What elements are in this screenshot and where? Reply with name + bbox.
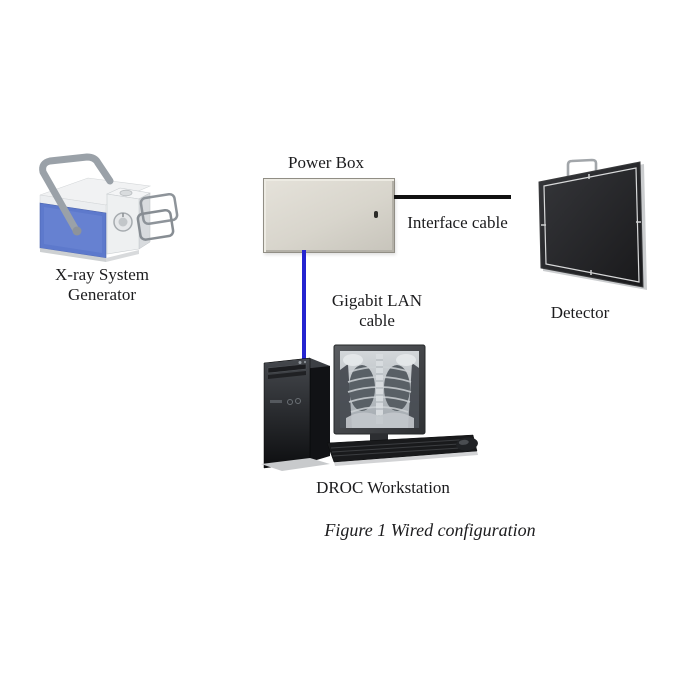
keyboard [326,434,478,466]
detector-label: Detector [550,303,610,322]
gigabit-lan-cable-line [302,250,306,363]
workstation-image [261,344,478,471]
power-box-indicator [374,211,378,218]
chest-xray-screen [340,354,419,428]
tower-pc [261,357,330,471]
xray-generator-label: X-ray System Generator [37,265,167,305]
power-box-image [263,178,395,253]
xray-generator-image [39,153,179,262]
gigabit-lan-cable-label: Gigabit LAN cable [331,291,423,331]
interface-cable-line [394,195,511,199]
figure-caption: Figure 1 Wired configuration [324,520,536,540]
power-box-label: Power Box [287,153,365,172]
detector-image [538,158,647,290]
monitor [333,344,426,450]
mouse [456,437,478,451]
xray-generator-label-line2: Generator [68,285,136,305]
xray-generator-label-line1: X-ray System [55,265,149,284]
interface-cable-label: Interface cable [407,213,508,232]
workstation-label: DROC Workstation [316,478,450,497]
